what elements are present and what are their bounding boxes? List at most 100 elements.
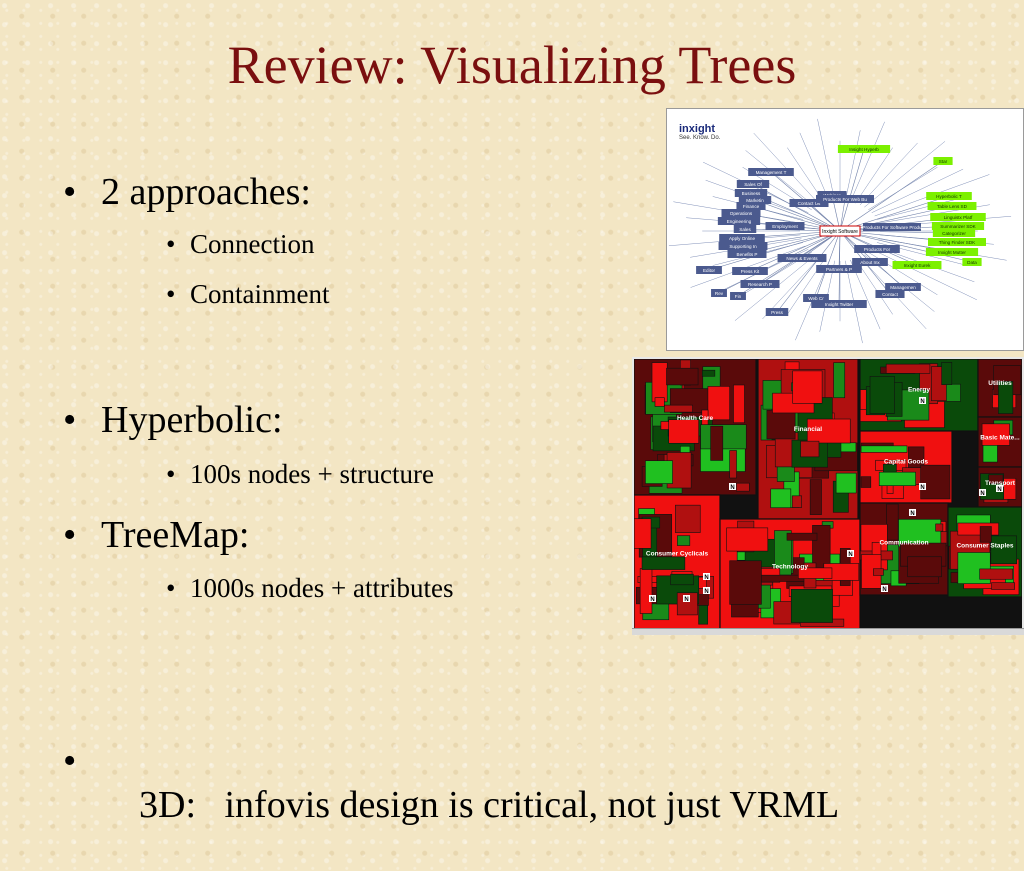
hyperbolic-node-label: Hyperbolic T [936,194,962,199]
treemap-marker: N [683,595,690,603]
treemap-marker: N [703,573,710,581]
treemap-sector: Health Care [634,359,757,496]
treemap-sector-label: Consumer Cyclicals [646,550,709,557]
hyperbolic-node-label: Products For [864,247,891,252]
hyperbolic-node: Sales [733,225,757,233]
hyperbolic-node-label: Inxight Mutter [938,250,966,255]
hyperbolic-node: Categorizer [932,229,976,237]
treemap-sector: Communication [859,502,949,596]
hyperbolic-node: Insight Hyperb [837,145,891,153]
hyperbolic-node: Fin [730,292,746,300]
hyperbolic-node-label: Fin [735,294,742,299]
hyperbolic-node: Supporting In [718,242,768,250]
hyperbolic-node: Web Cr [803,294,829,302]
treemap-sector-label: Energy [908,386,930,393]
hyperbolic-node: Business [734,189,768,197]
hyperbolic-node-label: Employment [772,224,798,229]
hyperbolic-node-label: About Inx [860,260,880,265]
hyperbolic-node: Finance [736,202,766,210]
hyperbolic-node-label: Research P [748,282,772,287]
hyperbolic-node: Linguistx Platf [930,213,986,221]
bullet-3d: • 3D: infovis design is critical, not ju… [63,695,839,871]
hyperbolic-node: Operations [721,209,761,217]
hyperbolic-node-label: Finance [743,204,760,209]
inxight-logo: inxight See. Know. Do. [679,123,720,141]
treemap-sector-label: Financial [794,426,822,433]
treemap-marker: N [919,397,926,405]
bullet-treemap: • TreeMap: [63,513,250,557]
hyperbolic-node-label: Products For Software Produ [862,225,922,230]
hyperbolic-node-label: Products For Web Bu [823,197,867,202]
treemap-sector: Basic Mate... [977,416,1022,468]
hyperbolic-node-label: Operations [730,211,753,216]
hyperbolic-node: Benefits P [727,250,767,258]
hyperbolic-node-label: Business [742,191,761,196]
hyperbolic-node-label: Data [967,260,977,265]
sub-bullet-containment: • Containment [166,279,329,310]
hyperbolic-node-label: Categorizer [942,231,966,236]
treemap-marker-label: N [848,552,852,558]
hyperbolic-node-label: Rev [715,291,724,296]
hyperbolic-node-label: Summarizer SDK [940,224,976,229]
hyperbolic-node-label: Press [771,310,783,315]
hyperbolic-node-label: Web Cr [808,296,824,301]
bullet-dot: • [63,740,77,782]
sub-bullet-treemap-nodes: • 1000s nodes + attributes [166,573,454,604]
bullet-text: TreeMap: [101,514,250,556]
hyperbolic-node: Employment [765,222,805,230]
bullet-hyperbolic: • Hyperbolic: [63,398,283,442]
hyperbolic-node-label: Table Lens SD [937,204,968,209]
treemap-sector: Consumer Staples [947,506,1022,598]
hyperbolic-node-label: Contact Us [798,201,821,206]
treemap-sector-label: Health Care [677,415,714,422]
treemap-sector-label: Capital Goods [884,458,928,465]
treemap-footer-bar [632,628,1024,635]
hyperbolic-node: Contact [875,290,905,298]
hyperbolic-node-label: News & Events [786,256,818,261]
treemap-sector: Energy [859,359,979,432]
hyperbolic-node-label: Managemen [890,285,916,290]
hyperbolic-node: Press [765,308,789,316]
treemap-sector-label: Utilities [988,380,1012,387]
hyperbolic-node-label: Sales [739,227,751,232]
bullet-dot: • [63,399,77,441]
hyperbolic-node-label: Press Kit [741,269,760,274]
hyperbolic-node: Data [962,258,982,266]
treemap-marker-label: N [920,485,924,491]
hyperbolic-node-label: Insight Hyperb [849,147,879,152]
hyperbolic-node: Management T [748,168,794,176]
treemap-marker-label: N [980,491,984,497]
hyperbolic-node: News & Events [777,254,827,262]
treemap-marker: N [881,585,888,593]
hyperbolic-node-label: Linguistx Platf [944,215,973,220]
bullet-dot: • [166,459,176,489]
treemap-marker: N [996,485,1003,493]
sub-bullet-text: 100s nodes + structure [190,459,434,489]
treemap-sector: Capital Goods [859,430,953,504]
hyperbolic-node-label: Apply Online [729,236,755,241]
hyperbolic-node: Research P [740,280,780,288]
bullet-text: 2 approaches: [101,171,311,213]
hyperbolic-node-label: Engineering [727,219,752,224]
hyperbolic-node-label: Management T [756,170,787,175]
hyperbolic-node: Inxight Eurek [892,261,942,269]
treemap-marker: N [909,509,916,517]
treemap-sector: Utilities [977,359,1022,418]
hyperbolic-node: Inxight Twitter [811,300,867,308]
hyperbolic-node: Products For Software Produ [862,223,922,231]
treemap-sector: Technology [719,518,861,628]
hyperbolic-node-label: Star [939,159,948,164]
hyperbolic-node-label: Partners & P [826,267,852,272]
sub-bullet-text: 1000s nodes + attributes [190,573,454,603]
treemap-marker-label: N [920,399,924,405]
bullet-dot: • [166,573,176,603]
treemap-marker-label: N [650,597,654,603]
hyperbolic-node: Rev [711,289,727,297]
bullet-text: Hyperbolic: [101,399,283,441]
hyperbolic-node: Marketin [738,196,772,204]
treemap-marker-label: N [704,589,708,595]
treemap-marker: N [649,595,656,603]
sub-bullet-text: Connection [190,229,315,259]
hyperbolic-center-label: Inxight Software [822,229,858,235]
